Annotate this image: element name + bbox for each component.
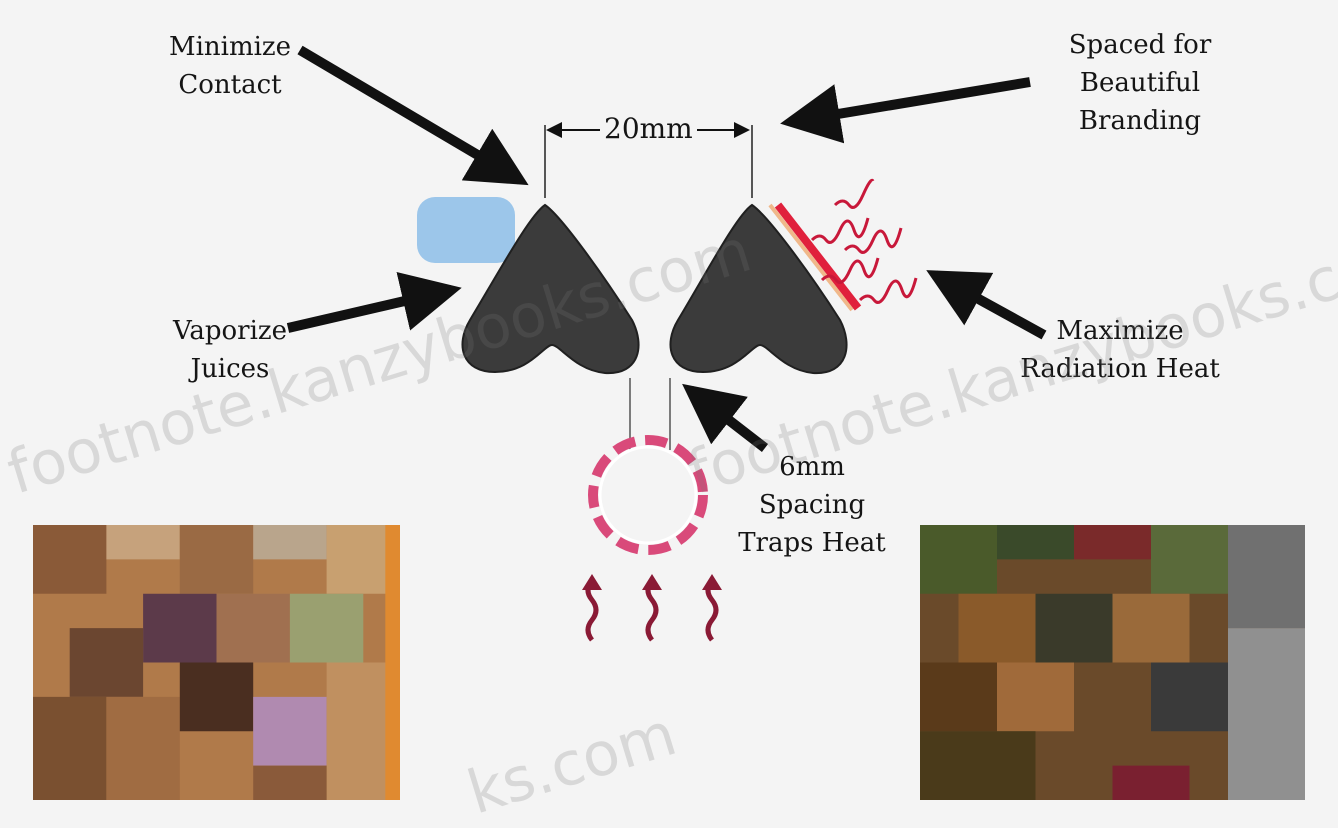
label-maximize-radiation: Maximize Radiation Heat	[1000, 312, 1240, 388]
label-minimize-contact: Minimize Contact	[150, 28, 310, 104]
rising-heat-arrows	[588, 582, 716, 640]
label-line: Radiation Heat	[1000, 350, 1240, 388]
radiation-heat-waves	[812, 180, 916, 302]
label-line: Minimize	[150, 28, 310, 66]
grill-bar-right	[670, 205, 846, 373]
label-line: Vaporize	[150, 312, 310, 350]
heat-ring-inner	[600, 447, 696, 543]
dimension-label: 20mm	[600, 112, 697, 145]
label-line: 6mm	[712, 448, 912, 486]
heat-ring	[593, 440, 703, 550]
label-vaporize-juices: Vaporize Juices	[150, 312, 310, 388]
label-spaced-branding: Spaced for Beautiful Branding	[1040, 26, 1240, 140]
pixelated-image	[33, 525, 400, 800]
label-line: Branding	[1040, 102, 1240, 140]
label-line: Beautiful	[1040, 64, 1240, 102]
label-spacing-traps-heat: 6mm Spacing Traps Heat	[712, 448, 912, 562]
rising-heat-arrowheads	[582, 574, 722, 590]
pixelated-image	[920, 525, 1305, 800]
label-line: Spacing	[712, 486, 912, 524]
pointer-arrows	[288, 50, 1044, 448]
food-photo-right	[920, 525, 1305, 800]
label-line: Maximize	[1000, 312, 1240, 350]
label-line: Contact	[150, 66, 310, 104]
juice-blob	[417, 197, 515, 263]
label-line: Spaced for	[1040, 26, 1240, 64]
food-photo-left	[33, 525, 400, 800]
label-line: Juices	[150, 350, 310, 388]
label-line: Traps Heat	[712, 524, 912, 562]
